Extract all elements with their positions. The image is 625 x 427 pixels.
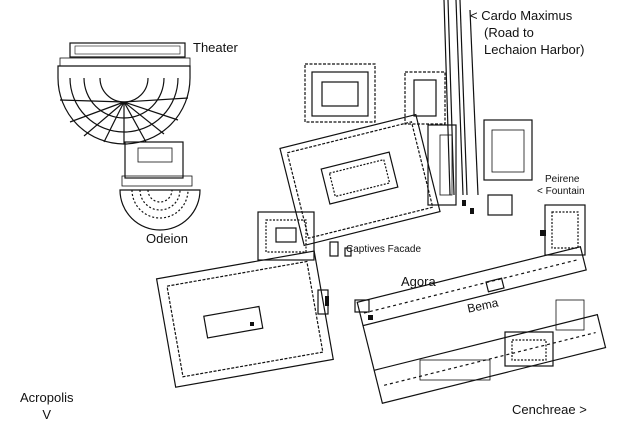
captives-facade-label: Captives Facade bbox=[346, 244, 422, 255]
small-shrine bbox=[257, 211, 315, 261]
cardo-label-line2: (Road to bbox=[484, 25, 534, 40]
bema-platform bbox=[485, 277, 505, 293]
cardo-label-line3: Lechaion Harbor) bbox=[484, 42, 585, 57]
agora-label: Agora bbox=[401, 274, 436, 289]
peirene-fountain-label: Peirene < Fountain bbox=[537, 174, 585, 198]
acropolis-label-line1: Acropolis bbox=[20, 390, 74, 405]
acropolis-label: Acropolis V bbox=[20, 389, 73, 423]
theater-structure bbox=[57, 42, 191, 145]
cardo-label-line1: < Cardo Maximus bbox=[470, 8, 573, 23]
north-building-block bbox=[304, 63, 457, 206]
odeion-structure bbox=[119, 141, 201, 231]
agora-stoa bbox=[356, 245, 607, 404]
temple-complex bbox=[279, 113, 441, 247]
odeion-label: Odeion bbox=[146, 231, 188, 246]
west-enclosure bbox=[155, 250, 334, 388]
peirene-label-line1: Peirene bbox=[545, 174, 580, 185]
cardo-maximus-label: < Cardo Maximus (Road to Lechaion Harbor… bbox=[470, 7, 584, 58]
south-shops bbox=[419, 299, 585, 381]
peirene-fountain-block bbox=[483, 119, 586, 256]
cenchreae-label: Cenchreae > bbox=[512, 402, 587, 417]
theater-label: Theater bbox=[193, 40, 238, 55]
acropolis-label-line2: V bbox=[42, 407, 52, 422]
cardo-maximus-road bbox=[443, 0, 479, 196]
peirene-label-line2: < Fountain bbox=[537, 186, 585, 197]
